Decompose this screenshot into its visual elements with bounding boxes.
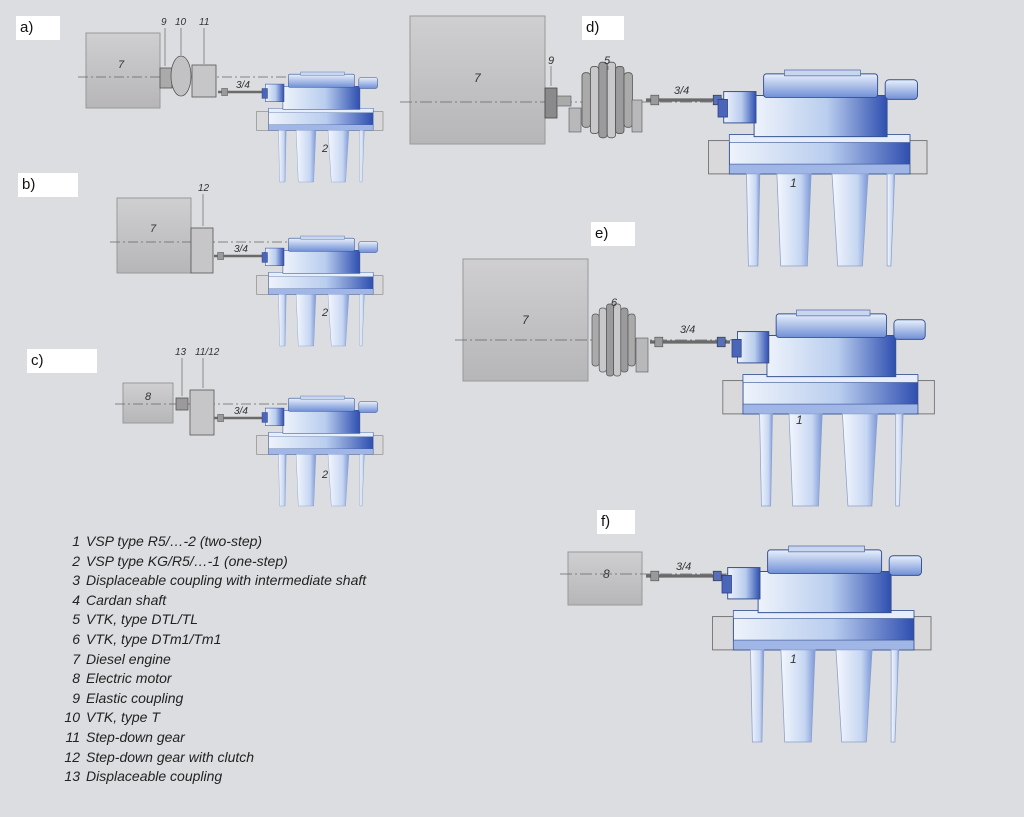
vtk-dtl-d [581,61,633,139]
panel-label-e: e) [591,222,635,246]
electric-motor-c [122,382,174,424]
panel-label-c: c) [27,349,97,373]
vtk-dtm1-e [591,303,636,377]
propeller-number-e: 1 [796,413,803,427]
diesel-engine-d [409,15,546,145]
shaft-label-c: 3/4 [234,406,248,417]
vsp-unit-a [256,71,384,183]
displaceable-coupling-c [175,397,189,411]
propeller-number-b: 2 [321,307,328,319]
shaft-label-f: 3/4 [676,561,691,573]
shaft-label-a: 3/4 [236,80,250,91]
step-down-gear-a [191,64,217,98]
shaft-e [648,335,732,349]
panel-label-a: a) [16,16,60,40]
callout-10-a: 10 [175,17,187,28]
panel-c: 8 13 11/12 3/4 2 [115,347,384,507]
panel-b: 7 12 3/4 2 [110,183,384,347]
engine-number-a: 7 [118,59,125,71]
diesel-engine-b [116,197,192,274]
panel-d: 7 9 5 3/4 1 [400,15,928,267]
electric-motor-f [567,551,643,606]
shaft-label-d: 3/4 [674,85,689,97]
shaft-label-e: 3/4 [680,324,695,336]
diesel-engine-e [462,258,589,382]
elastic-coupling-a [159,67,173,89]
callout-5-d: 5 [604,55,611,67]
propeller-number-a: 2 [321,143,328,155]
vsp-unit-c [256,395,384,507]
callout-9-a: 9 [161,17,167,28]
elastic-coupling-d [544,87,558,119]
diesel-engine-a [85,32,161,109]
vsp-unit-f [712,545,932,743]
panel-label-d: d) [582,16,624,40]
vtk-t-a [170,55,192,97]
panel-label-f: f) [597,510,635,534]
callout-12-b: 12 [198,183,210,194]
motor-number-c: 8 [145,391,152,403]
step-down-gear-clutch-b [190,227,214,274]
engine-number-d: 7 [474,71,482,85]
panel-a: 7 9 10 11 3/4 2 [78,17,384,183]
propeller-number-d: 1 [790,176,797,190]
step-down-gear-c [189,389,215,436]
vsp-unit-b [256,235,384,347]
panel-f: 8 3/4 1 [560,545,932,743]
vsp-unit-e [722,309,935,507]
callout-13-c: 13 [175,347,187,358]
panel-label-b: b) [18,173,78,197]
propeller-number-c: 2 [321,469,328,481]
callout-11-12-c: 11/12 [195,347,220,358]
propeller-number-f: 1 [790,652,797,666]
engine-number-e: 7 [522,313,530,327]
shaft-label-b: 3/4 [234,244,248,255]
callout-11-a: 11 [199,17,209,28]
vsp-unit-d [708,69,928,267]
callout-9-d: 9 [548,55,554,67]
panel-e: 7 6 3/4 1 [455,258,935,507]
callout-6-e: 6 [611,297,618,309]
engine-number-b: 7 [150,223,157,235]
